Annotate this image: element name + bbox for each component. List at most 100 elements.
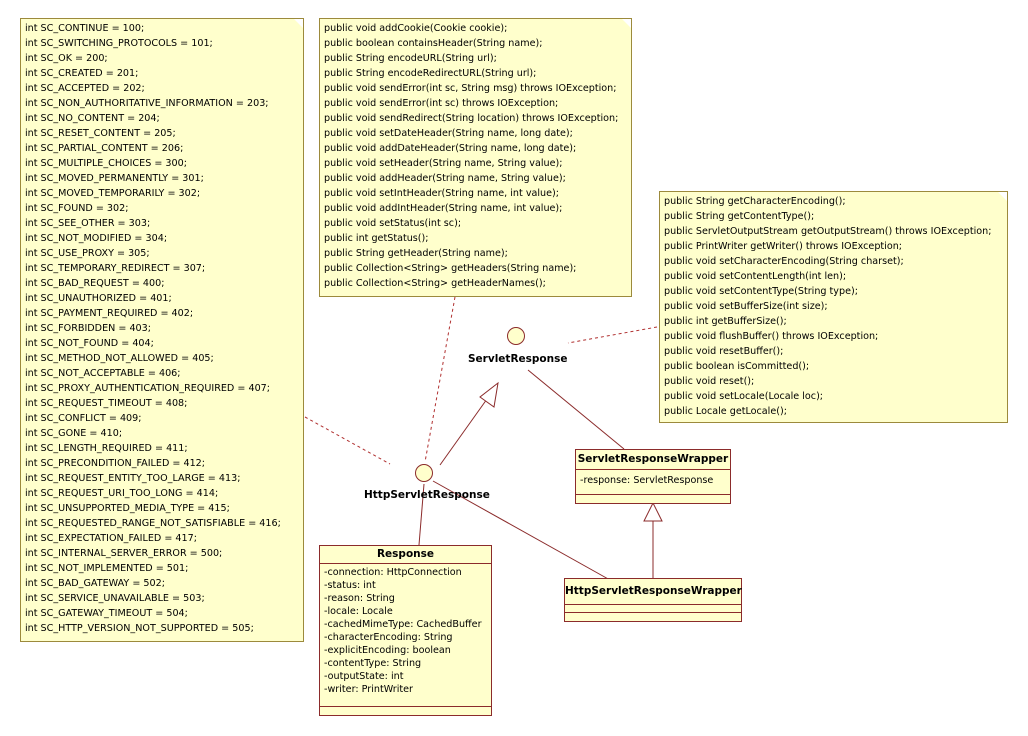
note-line: int SC_BAD_REQUEST = 400;: [25, 278, 165, 289]
http-servlet-response-wrapper-operations-compartment: [565, 612, 741, 613]
servlet-methods-list: public String getCharacterEncoding(); pub…: [664, 194, 1003, 419]
note-line: public String encodeRedirectURL(String u…: [324, 68, 537, 79]
note-line: public boolean isCommitted();: [664, 361, 810, 372]
note-line: public ServletOutputStream getOutputStre…: [664, 226, 992, 237]
http-servlet-response-interface-label: HttpServletResponse: [364, 489, 490, 501]
response-attributes: -connection: HttpConnection-status: int-…: [320, 564, 491, 698]
note-line: public PrintWriter getWriter() throws IO…: [664, 241, 903, 252]
note-line: public void reset();: [664, 376, 755, 387]
note-line: int SC_NOT_IMPLEMENTED = 501;: [25, 563, 189, 574]
note-line: public Collection<String> getHeaderNames…: [324, 278, 546, 289]
note-line: int SC_UNSUPPORTED_MEDIA_TYPE = 415;: [25, 503, 230, 514]
note-line: int SC_PAYMENT_REQUIRED = 402;: [25, 308, 194, 319]
http-servlet-response-wrapper-class-name: HttpServletResponseWrapper: [565, 579, 742, 605]
note-line: int SC_TEMPORARY_REDIRECT = 307;: [25, 263, 206, 274]
note-line: public String encodeURL(String url);: [324, 53, 497, 64]
note-fold-corner: [621, 19, 631, 29]
note-line: public String getContentType();: [664, 211, 815, 222]
note-line: public void setHeader(String name, Strin…: [324, 158, 563, 169]
note-line: int SC_NOT_FOUND = 404;: [25, 338, 154, 349]
note-line: int SC_CONFLICT = 409;: [25, 413, 142, 424]
http-servlet-response-wrapper-class: HttpServletResponseWrapper: [564, 578, 742, 622]
note-line: int SC_CONTINUE = 100;: [25, 23, 145, 34]
note-line: int SC_SEE_OTHER = 303;: [25, 218, 151, 229]
note-line: public void flushBuffer() throws IOExcep…: [664, 331, 879, 342]
note-line: public void resetBuffer();: [664, 346, 784, 357]
note-line: int SC_USE_PROXY = 305;: [25, 248, 150, 259]
note-anchor-http-methods: [424, 296, 456, 463]
note-line: public void sendRedirect(String location…: [324, 113, 619, 124]
http-methods-list: public void addCookie(Cookie cookie); pub…: [324, 21, 627, 291]
response-class: Response -connection: HttpConnection-sta…: [319, 545, 492, 716]
class-attribute: -writer: PrintWriter: [324, 684, 413, 695]
servlet-response-interface-icon: [507, 327, 525, 345]
note-line: int SC_MOVED_TEMPORARILY = 302;: [25, 188, 201, 199]
wrapper-generalization-arrowhead: [643, 501, 663, 522]
note-line: public String getCharacterEncoding();: [664, 196, 846, 207]
note-line: int SC_FOUND = 302;: [25, 203, 129, 214]
class-attribute: -status: int: [324, 580, 376, 591]
class-attribute: -contentType: String: [324, 658, 422, 669]
note-line: int SC_NON_AUTHORITATIVE_INFORMATION = 2…: [25, 98, 269, 109]
response-class-name: Response: [320, 546, 491, 564]
note-line: public void setStatus(int sc);: [324, 218, 462, 229]
note-line: public Collection<String> getHeaders(Str…: [324, 263, 577, 274]
note-line: public void addHeader(String name, Strin…: [324, 173, 566, 184]
class-attribute: -characterEncoding: String: [324, 632, 453, 643]
note-line: public void setContentType(String type);: [664, 286, 858, 297]
note-line: int SC_ACCEPTED = 202;: [25, 83, 145, 94]
note-line: int SC_NOT_ACCEPTABLE = 406;: [25, 368, 181, 379]
association-servletresponse-wrapper: [527, 369, 625, 450]
http-servlet-response-interface-icon: [415, 464, 433, 482]
note-anchor-servlet-methods: [567, 326, 658, 344]
note-line: int SC_LENGTH_REQUIRED = 411;: [25, 443, 188, 454]
note-line: int SC_SERVICE_UNAVAILABLE = 503;: [25, 593, 205, 604]
note-line: int SC_FORBIDDEN = 403;: [25, 323, 151, 334]
note-line: public void setLocale(Locale loc);: [664, 391, 824, 402]
note-line: int SC_METHOD_NOT_ALLOWED = 405;: [25, 353, 214, 364]
note-fold-corner: [997, 192, 1007, 202]
class-attribute: -response: ServletResponse: [580, 475, 714, 486]
note-line: public void setIntHeader(String name, in…: [324, 188, 560, 199]
note-line: int SC_MOVED_PERMANENTLY = 301;: [25, 173, 204, 184]
status-constants-note: int SC_CONTINUE = 100; int SC_SWITCHING_P…: [20, 18, 304, 642]
class-attribute: -reason: String: [324, 593, 395, 604]
note-line: int SC_PROXY_AUTHENTICATION_REQUIRED = 4…: [25, 383, 271, 394]
note-fold-corner: [293, 19, 303, 29]
note-line: public void addIntHeader(String name, in…: [324, 203, 563, 214]
servlet-response-wrapper-attributes: -response: ServletResponse: [576, 470, 730, 491]
servlet-response-wrapper-class: ServletResponseWrapper -response: Servle…: [575, 449, 731, 504]
note-line: public Locale getLocale();: [664, 406, 787, 417]
note-line: public void setBufferSize(int size);: [664, 301, 828, 312]
note-line: int SC_PRECONDITION_FAILED = 412;: [25, 458, 206, 469]
note-line: int SC_GONE = 410;: [25, 428, 123, 439]
class-attribute: -locale: Locale: [324, 606, 393, 617]
note-line: public String getHeader(String name);: [324, 248, 508, 259]
note-line: int SC_NO_CONTENT = 204;: [25, 113, 160, 124]
note-line: int SC_SWITCHING_PROTOCOLS = 101;: [25, 38, 213, 49]
note-line: int SC_EXPECTATION_FAILED = 417;: [25, 533, 197, 544]
note-line: int SC_GATEWAY_TIMEOUT = 504;: [25, 608, 188, 619]
note-line: int SC_OK = 200;: [25, 53, 108, 64]
class-attribute: -explicitEncoding: boolean: [324, 645, 451, 656]
note-line: public void addDateHeader(String name, l…: [324, 143, 577, 154]
association-httpservletresponse-wrapper: [432, 480, 611, 581]
note-line: public int getStatus();: [324, 233, 429, 244]
note-line: int SC_NOT_MODIFIED = 304;: [25, 233, 168, 244]
note-line: int SC_UNAUTHORIZED = 401;: [25, 293, 172, 304]
note-line: int SC_CREATED = 201;: [25, 68, 139, 79]
class-attribute: -cachedMimeType: CachedBuffer: [324, 619, 482, 630]
constants-list: int SC_CONTINUE = 100; int SC_SWITCHING_P…: [25, 21, 299, 636]
class-attribute: -outputState: int: [324, 671, 404, 682]
note-line: int SC_PARTIAL_CONTENT = 206;: [25, 143, 184, 154]
note-line: int SC_MULTIPLE_CHOICES = 300;: [25, 158, 187, 169]
note-line: public void addCookie(Cookie cookie);: [324, 23, 508, 34]
servlet-response-methods-note: public String getCharacterEncoding(); pub…: [659, 191, 1008, 423]
note-line: int SC_BAD_GATEWAY = 502;: [25, 578, 165, 589]
generalization-line: [439, 398, 488, 466]
association-httpservletresponse-response: [418, 483, 425, 546]
note-line: public int getBufferSize();: [664, 316, 787, 327]
note-line: public void setContentLength(int len);: [664, 271, 847, 282]
note-line: int SC_REQUEST_URI_TOO_LONG = 414;: [25, 488, 219, 499]
note-line: int SC_HTTP_VERSION_NOT_SUPPORTED = 505;: [25, 623, 254, 634]
